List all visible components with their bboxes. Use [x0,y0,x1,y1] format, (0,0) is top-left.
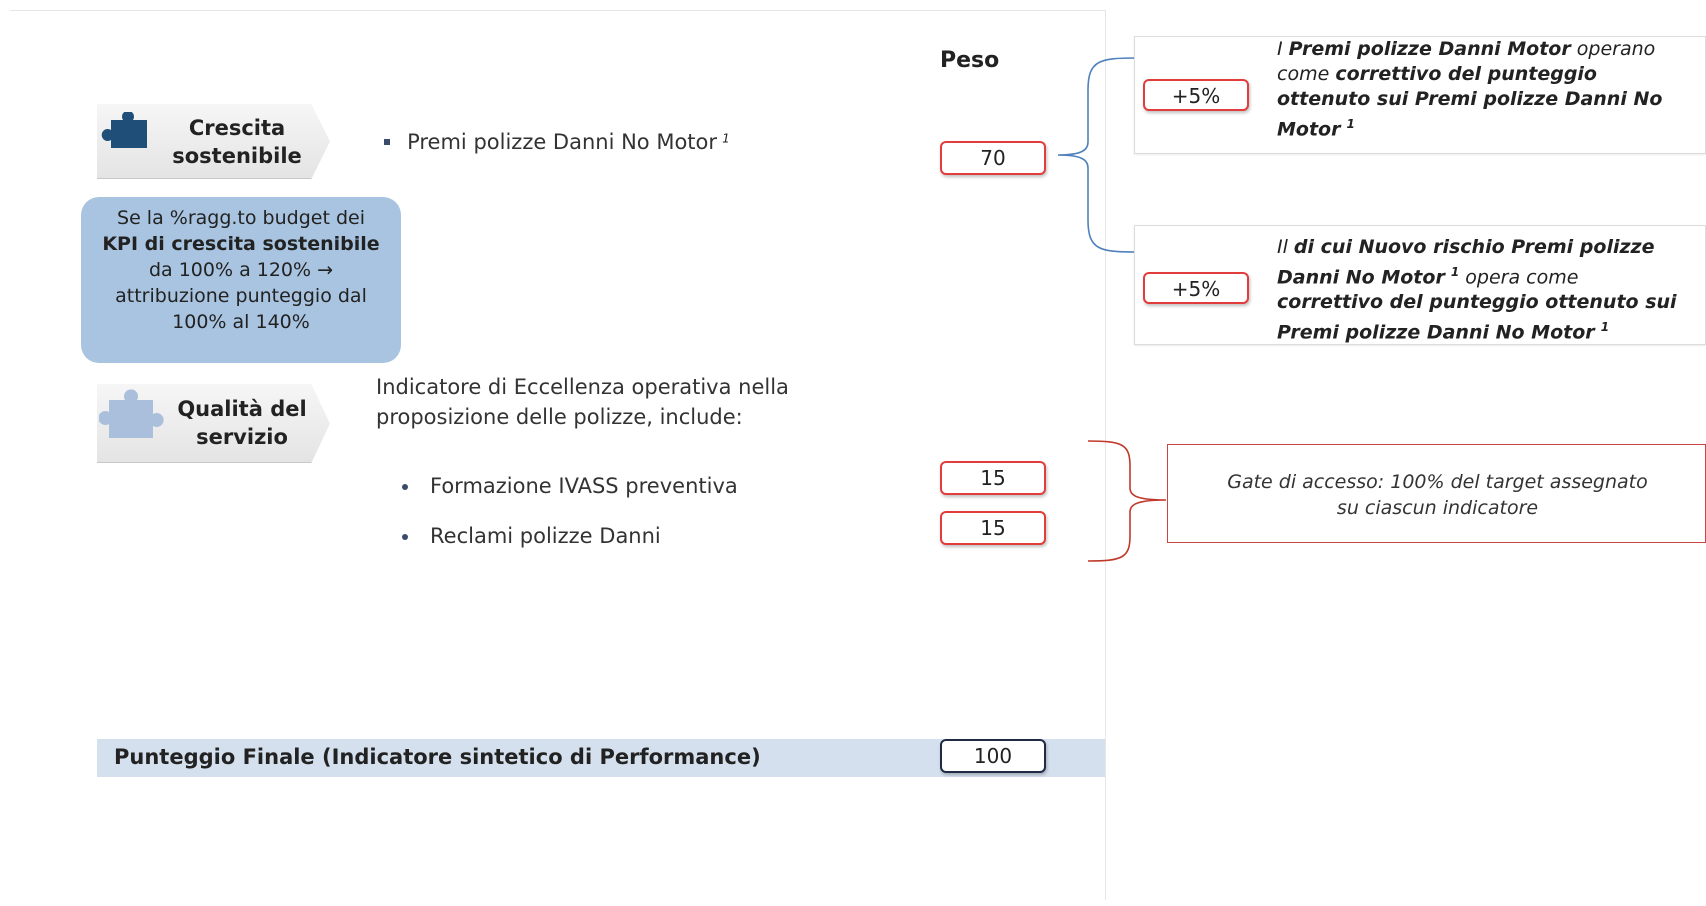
gate-line1: Gate di accesso: 100% del target assegna… [1227,471,1648,493]
qualita-tab: Qualità del servizio [97,384,330,463]
crescita-title-line1: Crescita [188,116,286,140]
final-score-bar [97,739,1105,777]
card1-t2: come [1277,63,1336,85]
final-score-label: Punteggio Finale (Indicatore sintetico d… [114,745,761,769]
bullet-formazione: Formazione IVASS preventiva [430,474,738,498]
card1-t1: I [1277,38,1289,60]
nuovo-rischio-card: +5% Il di cui Nuovo rischio Premi polizz… [1134,225,1706,345]
crescita-item-label: Premi polizze Danni No Motor [407,130,718,154]
bullet-reclami: Reclami polizze Danni [430,524,661,548]
peso-header: Peso [940,48,1000,73]
puzzle-piece-dark-icon [101,112,147,148]
final-score-box: 100 [940,739,1046,773]
card1-t1c: operano [1570,38,1656,60]
kpi-info-box: Se la %ragg.to budget dei KPI di crescit… [81,197,401,363]
crescita-weight-box: 70 [940,141,1046,175]
slide-frame [10,10,1106,900]
card1-t4sup: 1 [1346,117,1355,131]
card2-t2c: opera come [1459,266,1579,289]
qualita-desc-line2: proposizione delle polizze, include: [376,405,743,429]
blue-curly-brace [1057,57,1137,253]
card2-t4sup: 1 [1600,320,1610,335]
card2-t1: Il [1277,236,1294,258]
info-line2: KPI di crescita sostenibile [102,233,380,255]
info-line5: 100% al 140% [172,311,310,333]
formazione-weight-box: 15 [940,461,1046,495]
qualita-title-line2: servizio [196,425,288,449]
crescita-title-line2: sostenibile [172,144,302,168]
motor-bonus-box: +5% [1143,79,1249,111]
gate-access-box: Gate di accesso: 100% del target assegna… [1167,444,1706,543]
info-line1: Se la %ragg.to budget dei [117,207,365,229]
info-line3: da 100% a 120% → [148,259,334,281]
motor-corrective-card: +5% I Premi polizze Danni Motor operano … [1134,36,1706,154]
crescita-item-sup: 1 [722,131,730,146]
card2-t1b: di cui Nuovo rischio Premi polizze [1293,236,1655,258]
reclami-weight-box: 15 [940,511,1046,545]
card1-t1b: Premi polizze Danni Motor [1288,38,1571,60]
red-curly-brace [1087,440,1167,562]
crescita-tab: Crescita sostenibile [97,104,330,179]
info-line4: attribuzione punteggio dal [115,285,367,307]
bullet-dot-icon [402,484,408,490]
card2-t2b: Danni No Motor [1277,266,1445,289]
card2-t4b: Premi polizze Danni No Motor [1277,321,1595,344]
puzzle-piece-light-icon [99,389,164,438]
card2-t3b: correttivo del punteggio ottenuto sui [1277,291,1677,314]
card2-t2sup: 1 [1450,265,1460,279]
crescita-item: Premi polizze Danni No Motor 1 [384,130,730,154]
qualita-desc-line1: Indicatore di Eccellenza operativa nella [376,375,789,399]
qualita-title-line1: Qualità del [177,397,307,421]
gate-line2: su ciascun indicatore [1336,497,1539,519]
card1-t2b: correttivo del punteggio [1335,63,1597,85]
qualita-description: Indicatore di Eccellenza operativa nella… [376,372,789,432]
bullet-dot-icon [402,534,408,540]
square-bullet-icon [384,139,390,145]
card1-t4b: Motor [1277,118,1341,141]
card1-t3b: ottenuto sui Premi polizze Danni No [1277,88,1663,110]
nuovo-rischio-bonus-box: +5% [1143,272,1249,304]
